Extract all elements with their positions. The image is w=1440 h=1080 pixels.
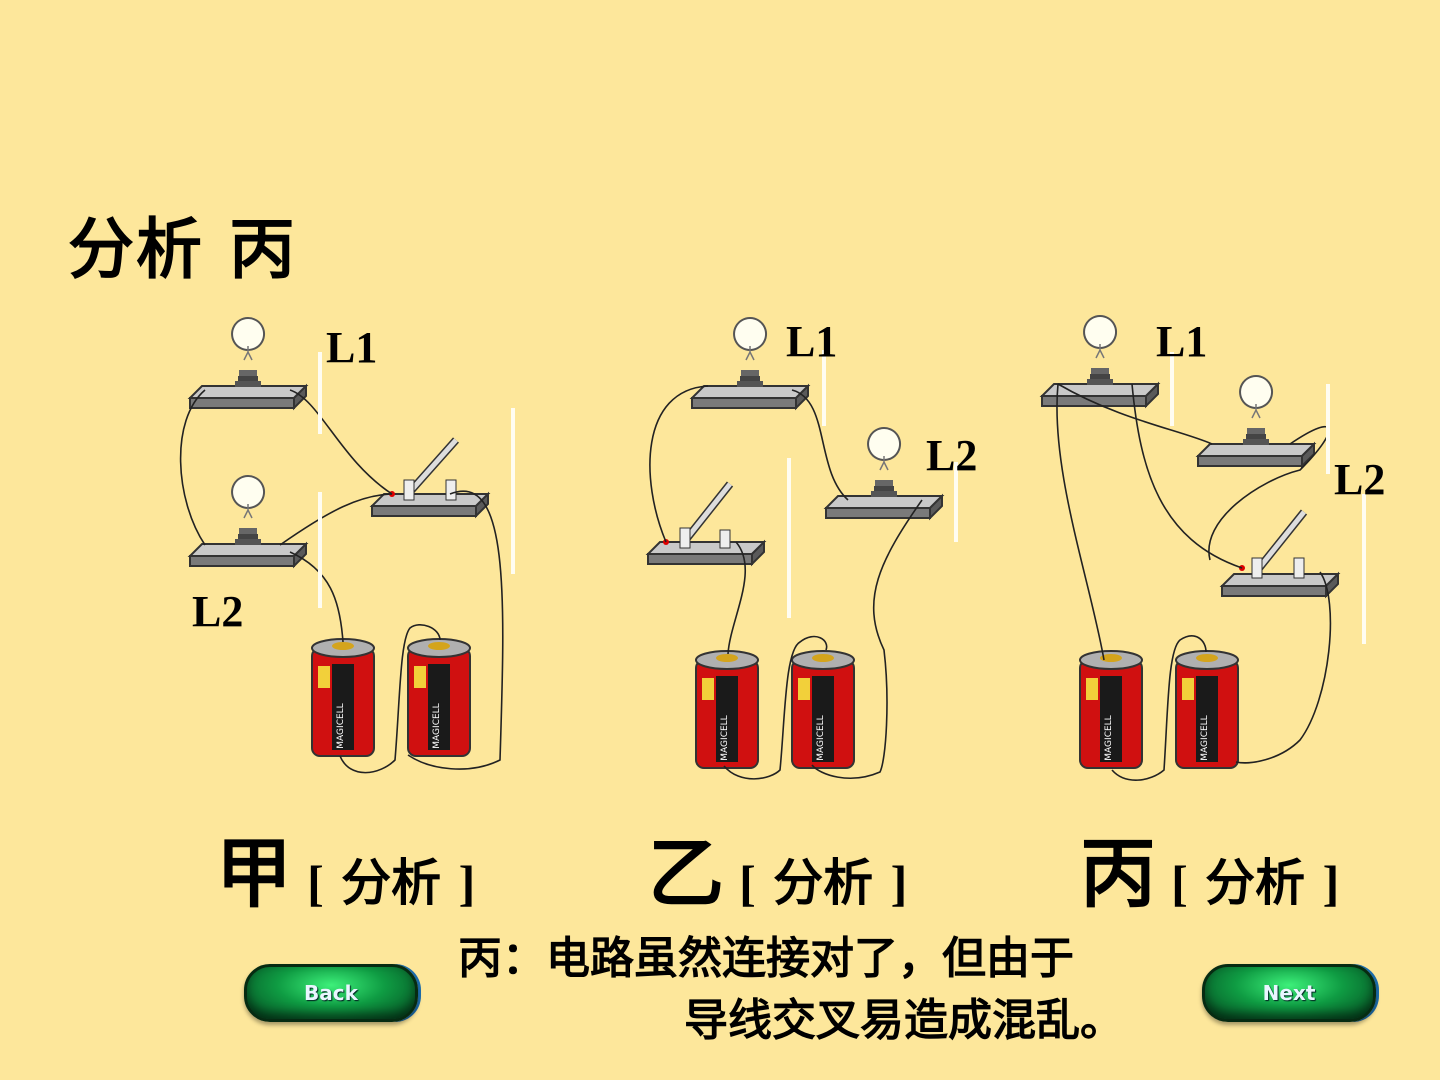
divider-line — [1170, 352, 1174, 426]
divider-line — [318, 352, 322, 434]
divider-line — [822, 350, 826, 426]
circuit-yi — [647, 317, 943, 780]
divider-line — [1362, 494, 1366, 644]
label-yi-l1: L1 — [786, 317, 838, 366]
page-title: 分析 丙 — [68, 211, 297, 288]
caption-char: 甲 — [216, 829, 292, 918]
circuit-jia — [179, 317, 504, 774]
analysis-link-jia[interactable]: [ 分析 ] — [307, 854, 476, 912]
label-yi-l2: L2 — [926, 431, 978, 480]
analysis-link-yi[interactable]: [ 分析 ] — [739, 854, 908, 912]
caption-yi: 乙 [ 分析 ] — [648, 812, 907, 922]
back-button[interactable]: Back — [244, 964, 418, 1022]
caption-char: 乙 — [648, 829, 724, 918]
analysis-note-line1: 丙：电路虽然连接对了，但由于 — [458, 933, 1074, 984]
divider-line — [318, 492, 322, 608]
analysis-link-bing[interactable]: [ 分析 ] — [1171, 854, 1340, 912]
caption-jia: 甲 [ 分析 ] — [216, 812, 475, 922]
caption-char: 丙 — [1080, 829, 1156, 918]
circuit-bing — [1041, 315, 1339, 781]
label-bing-l2: L2 — [1334, 455, 1386, 504]
divider-line — [954, 462, 958, 542]
label-bing-l1: L1 — [1156, 317, 1208, 366]
analysis-note-line2: 导线交叉易造成混乱。 — [684, 995, 1124, 1046]
divider-line — [1326, 384, 1330, 474]
divider-line — [787, 458, 791, 618]
caption-bing: 丙 [ 分析 ] — [1080, 812, 1339, 922]
label-jia-l1: L1 — [326, 323, 378, 372]
label-jia-l2: L2 — [192, 587, 244, 636]
next-button[interactable]: Next — [1202, 964, 1376, 1022]
divider-line — [511, 408, 515, 574]
